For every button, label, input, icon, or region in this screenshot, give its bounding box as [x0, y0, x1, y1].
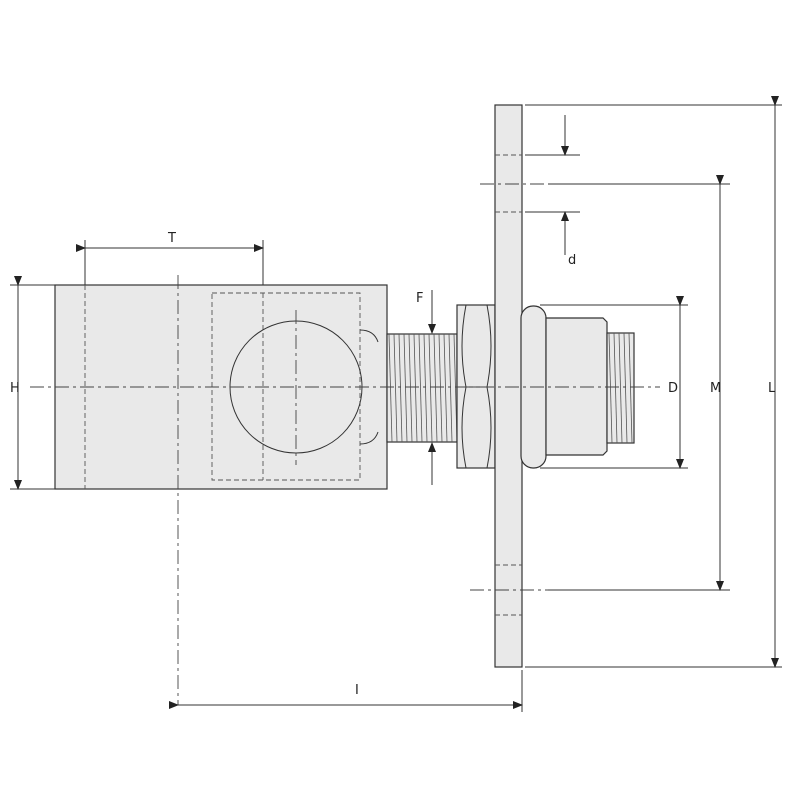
dimension-lines: [10, 96, 782, 712]
thread-line: [618, 332, 623, 444]
dim-label-T: T: [167, 231, 176, 246]
thread-line: [623, 332, 628, 444]
thread-line: [393, 333, 398, 443]
dim-label-D: D: [668, 381, 678, 396]
thread-line: [628, 332, 633, 444]
thread-line: [388, 333, 393, 443]
dim-label-F: F: [416, 291, 423, 306]
body: [545, 317, 608, 456]
threaded-shank: [386, 333, 458, 443]
thread-line: [418, 333, 423, 443]
thread-line: [448, 333, 453, 443]
dim-label-H: H: [10, 381, 20, 396]
thread-line: [438, 333, 443, 443]
thread-line: [403, 333, 408, 443]
mounting-plate: [494, 104, 523, 668]
thread-line: [443, 333, 448, 443]
dim-label-d: d: [568, 253, 576, 268]
dim-label-M: M: [710, 381, 721, 396]
thread-line: [398, 333, 403, 443]
dim-label-I: I: [355, 683, 359, 698]
thread-line: [413, 333, 418, 443]
thread-line: [423, 333, 428, 443]
thread-line: [608, 332, 613, 444]
dim-label-L: L: [768, 381, 776, 396]
thread-line: [408, 333, 413, 443]
thread-line: [613, 332, 618, 444]
hex-nut: [456, 304, 496, 469]
thread-line: [428, 333, 433, 443]
thread-line: [433, 333, 438, 443]
